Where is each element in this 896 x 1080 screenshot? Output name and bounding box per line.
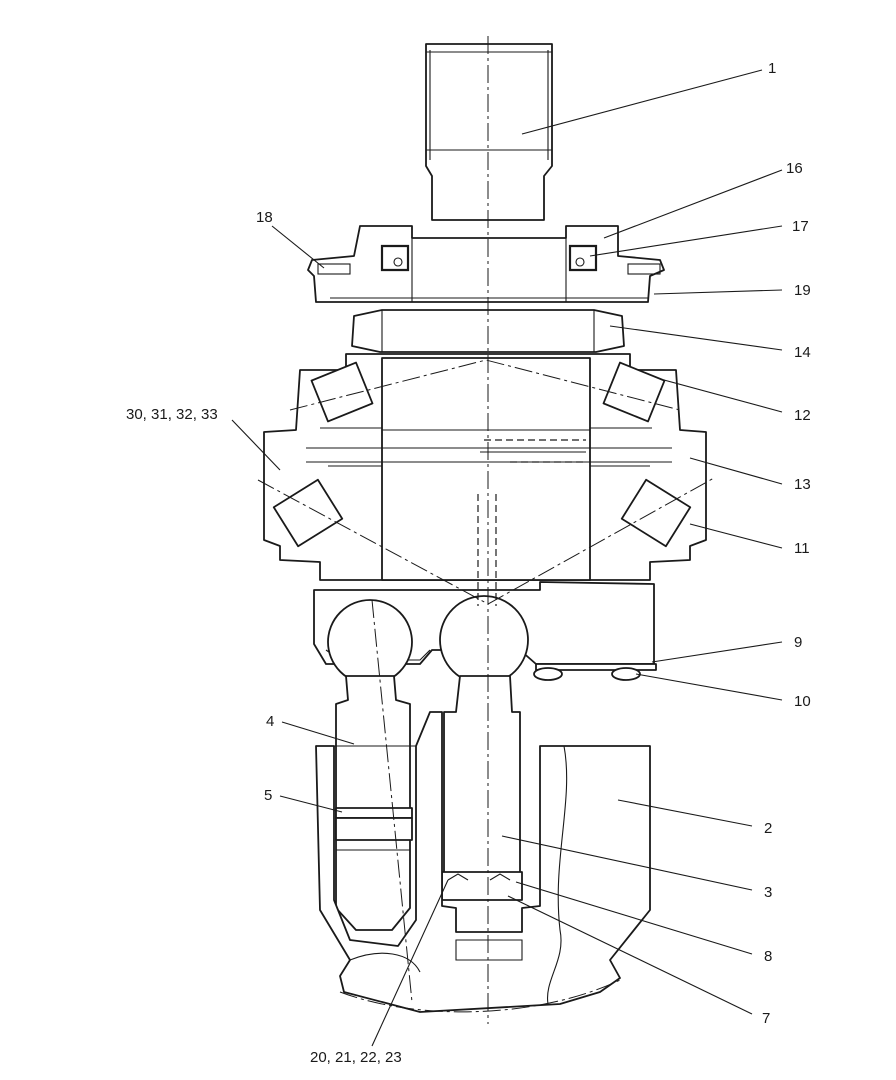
callout-9: 9 bbox=[794, 634, 802, 651]
oil-seal bbox=[380, 244, 598, 272]
callout-13: 13 bbox=[794, 476, 811, 493]
leader-lines bbox=[231, 69, 783, 1047]
callout-7: 7 bbox=[762, 1010, 770, 1027]
callout-labels: 1 16 17 18 19 14 12 30, 31, 32, 33 13 11… bbox=[126, 60, 811, 1066]
callout-19: 19 bbox=[794, 282, 811, 299]
callout-11: 11 bbox=[794, 540, 810, 557]
callout-12: 12 bbox=[794, 407, 811, 424]
callout-16: 16 bbox=[786, 160, 803, 177]
callout-17: 17 bbox=[792, 218, 809, 235]
piston-right bbox=[439, 595, 529, 901]
callout-30-33: 30, 31, 32, 33 bbox=[126, 406, 218, 423]
callout-8: 8 bbox=[764, 948, 772, 965]
drive-shaft bbox=[425, 43, 553, 221]
callout-14: 14 bbox=[794, 344, 811, 361]
swash-housing bbox=[263, 309, 707, 581]
callout-18: 18 bbox=[256, 209, 273, 226]
callout-5: 5 bbox=[264, 787, 272, 804]
callout-3: 3 bbox=[764, 884, 772, 901]
callout-20-23: 20, 21, 22, 23 bbox=[310, 1049, 402, 1066]
callout-10: 10 bbox=[794, 693, 811, 710]
front-cover bbox=[307, 225, 665, 303]
callout-1: 1 bbox=[768, 60, 776, 77]
piston-left bbox=[327, 599, 413, 931]
center-lines bbox=[257, 36, 715, 1024]
callout-2: 2 bbox=[764, 820, 772, 837]
roller-bearing bbox=[272, 361, 692, 548]
callout-4: 4 bbox=[266, 713, 274, 730]
